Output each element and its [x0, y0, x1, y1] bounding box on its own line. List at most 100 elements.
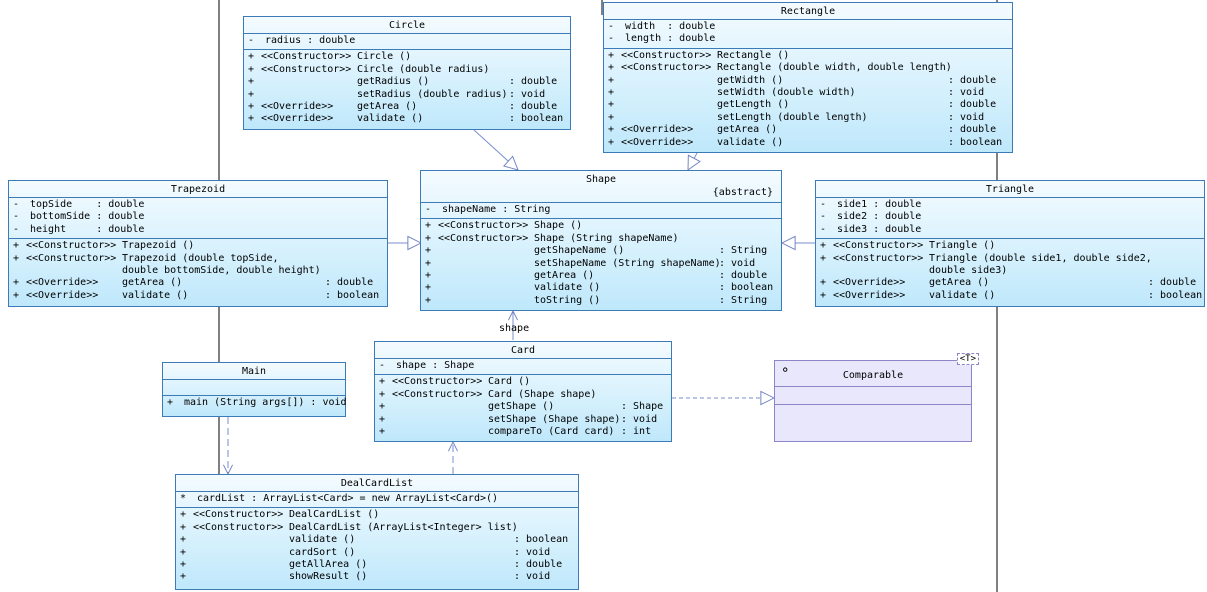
- class-card[interactable]: Card-shape : Shape+<<Constructor>>Card (…: [374, 341, 672, 442]
- visibility-marker: -: [13, 211, 20, 223]
- return-type: : double: [719, 270, 768, 282]
- attribute-row: -width : double: [604, 21, 1012, 33]
- class-circle[interactable]: Circle-radius : double+<<Constructor>>Ci…: [243, 16, 571, 130]
- attributes-compartment: -side1 : double-side2 : double-side3 : d…: [816, 198, 1204, 240]
- attributes-compartment: -radius : double: [244, 34, 570, 51]
- association-role-label: shape: [499, 323, 530, 334]
- attribute-text: side1 : double: [837, 199, 922, 210]
- operation-name: Card (): [488, 376, 531, 388]
- attribute-text: cardList : ArrayList<Card> = new ArrayLi…: [197, 493, 499, 504]
- attribute-text: bottomSide : double: [30, 211, 145, 223]
- class-main[interactable]: Main+main (String args[]) : void: [162, 362, 347, 417]
- class-rectangle[interactable]: Rectangle -width : double-length : double…: [603, 2, 1013, 153]
- operations-compartment: +<<Constructor>>Triangle ()+<<Constructo…: [816, 239, 1204, 304]
- class-header: Card: [375, 342, 671, 359]
- stereotype: [392, 426, 488, 438]
- operations-compartment: +<<Constructor>>Trapezoid ()+<<Construct…: [9, 239, 387, 304]
- stereotype: <<Constructor>>: [438, 232, 529, 244]
- visibility-marker: +: [248, 101, 255, 113]
- class-dealcardlist[interactable]: DealCardList*cardList : ArrayList<Card> …: [175, 474, 579, 590]
- operation-row: +getShape (): Shape: [375, 401, 671, 413]
- visibility-marker: +: [425, 220, 432, 232]
- stereotype: [621, 75, 717, 87]
- return-type: : double: [948, 99, 997, 111]
- return-type: : boolean: [509, 113, 564, 125]
- stereotype: [438, 295, 534, 307]
- stereotype: <<Constructor>>: [438, 220, 529, 232]
- visibility-marker: -: [820, 211, 827, 223]
- operation-row: +cardSort (): void: [176, 547, 578, 559]
- operation-row: +<<Override>>validate (): boolean: [244, 113, 570, 125]
- operation-row: +getArea (): double: [421, 270, 781, 282]
- operation-name: main (String args[]) : void: [184, 397, 347, 408]
- operation-row: +<<Override>>getArea (): double: [244, 101, 570, 113]
- visibility-marker: +: [13, 277, 20, 289]
- operation-name: validate (): [717, 136, 784, 148]
- operation-row: +getRadius (): double: [244, 76, 570, 88]
- operation-row: +<<Override>>validate (): boolean: [816, 290, 1204, 302]
- operation-row: +<<Constructor>>Triangle (double side1, …: [816, 253, 1204, 265]
- return-type: : double: [948, 74, 997, 86]
- stereotype: <<Override>>: [26, 277, 99, 289]
- operation-row: +<<Override>>getArea (): double: [816, 277, 1204, 289]
- attribute-row: -shapeName : String: [421, 204, 781, 216]
- attribute-row: -side3 : double: [816, 224, 1204, 236]
- operations-compartment: +<<Constructor>>DealCardList ()+<<Constr…: [176, 508, 578, 585]
- stereotype: <<Constructor>>: [261, 63, 352, 75]
- return-type: : double: [948, 124, 997, 136]
- return-type: : int: [621, 426, 652, 438]
- visibility-marker: +: [379, 376, 386, 388]
- operations-compartment: +<<Constructor>>Shape ()+<<Constructor>>…: [421, 219, 781, 309]
- class-header: Trapezoid: [9, 181, 387, 198]
- stereotype: <<Constructor>>: [261, 51, 352, 63]
- attribute-row: -height : double: [9, 224, 387, 236]
- class-header: Circle: [244, 17, 570, 34]
- class-trapezoid[interactable]: Trapezoid-topSide : double-bottomSide : …: [8, 180, 388, 307]
- visibility-marker: +: [425, 232, 432, 244]
- return-type: : void: [621, 413, 658, 425]
- return-type: : void: [514, 571, 551, 583]
- attribute-text: length : double: [625, 33, 716, 45]
- visibility-marker: +: [425, 257, 432, 269]
- stereotype: [261, 89, 357, 101]
- visibility-marker: -: [608, 21, 615, 32]
- attribute-text: shapeName : String: [442, 204, 551, 215]
- operation-name: compareTo (Card card): [488, 426, 615, 438]
- operation-name: setLength (double length): [717, 111, 868, 123]
- template-parameter: <T>: [956, 353, 979, 365]
- stereotype: <<Override>>: [261, 113, 334, 125]
- operation-row: +getWidth (): double: [604, 75, 1012, 87]
- operation-row: +getAllArea (): double: [176, 559, 578, 571]
- operations-compartment: +<<Constructor>>Card ()+<<Constructor>>C…: [375, 375, 671, 440]
- stereotype: <<Override>>: [833, 277, 906, 289]
- operation-row: +<<Constructor>>Rectangle (double width,…: [604, 62, 1012, 74]
- stereotype: <<Constructor>>: [26, 240, 117, 252]
- attributes-compartment: -shape : Shape: [375, 359, 671, 376]
- return-type: : void: [719, 257, 756, 269]
- stereotype: [438, 258, 534, 270]
- class-name: Rectangle: [780, 6, 836, 17]
- return-type: : double: [509, 101, 558, 113]
- stereotype: [438, 270, 534, 282]
- operation-row: +validate (): boolean: [176, 534, 578, 546]
- operation-name: Trapezoid (): [122, 240, 195, 252]
- attribute-row: *cardList : ArrayList<Card> = new ArrayL…: [176, 493, 578, 505]
- interface-comparable[interactable]: Comparable<T>∘: [774, 353, 979, 442]
- visibility-marker: +: [180, 559, 187, 571]
- class-triangle[interactable]: Triangle-side1 : double-side2 : double-s…: [815, 180, 1205, 307]
- visibility-marker: +: [820, 252, 827, 264]
- operations-compartment: +<<Constructor>>Rectangle ()+<<Construct…: [604, 49, 1012, 151]
- visibility-marker: +: [608, 99, 615, 111]
- operation-name: DealCardList (ArrayList<Integer> list): [289, 521, 518, 533]
- visibility-marker: -: [608, 33, 615, 45]
- stereotype: <<Constructor>>: [193, 521, 284, 533]
- return-type: : Shape: [621, 401, 664, 413]
- class-shape[interactable]: Shape{abstract}-shapeName : String+<<Con…: [420, 170, 782, 311]
- operation-name: getArea (): [534, 270, 595, 282]
- visibility-marker: +: [608, 111, 615, 123]
- operation-name: setRadius (double radius): [357, 88, 508, 100]
- circle-extends-shape: [473, 129, 518, 170]
- operation-name: Trapezoid (double topSide,: [122, 252, 279, 264]
- attributes-compartment: [775, 387, 971, 405]
- stereotype: [833, 265, 929, 277]
